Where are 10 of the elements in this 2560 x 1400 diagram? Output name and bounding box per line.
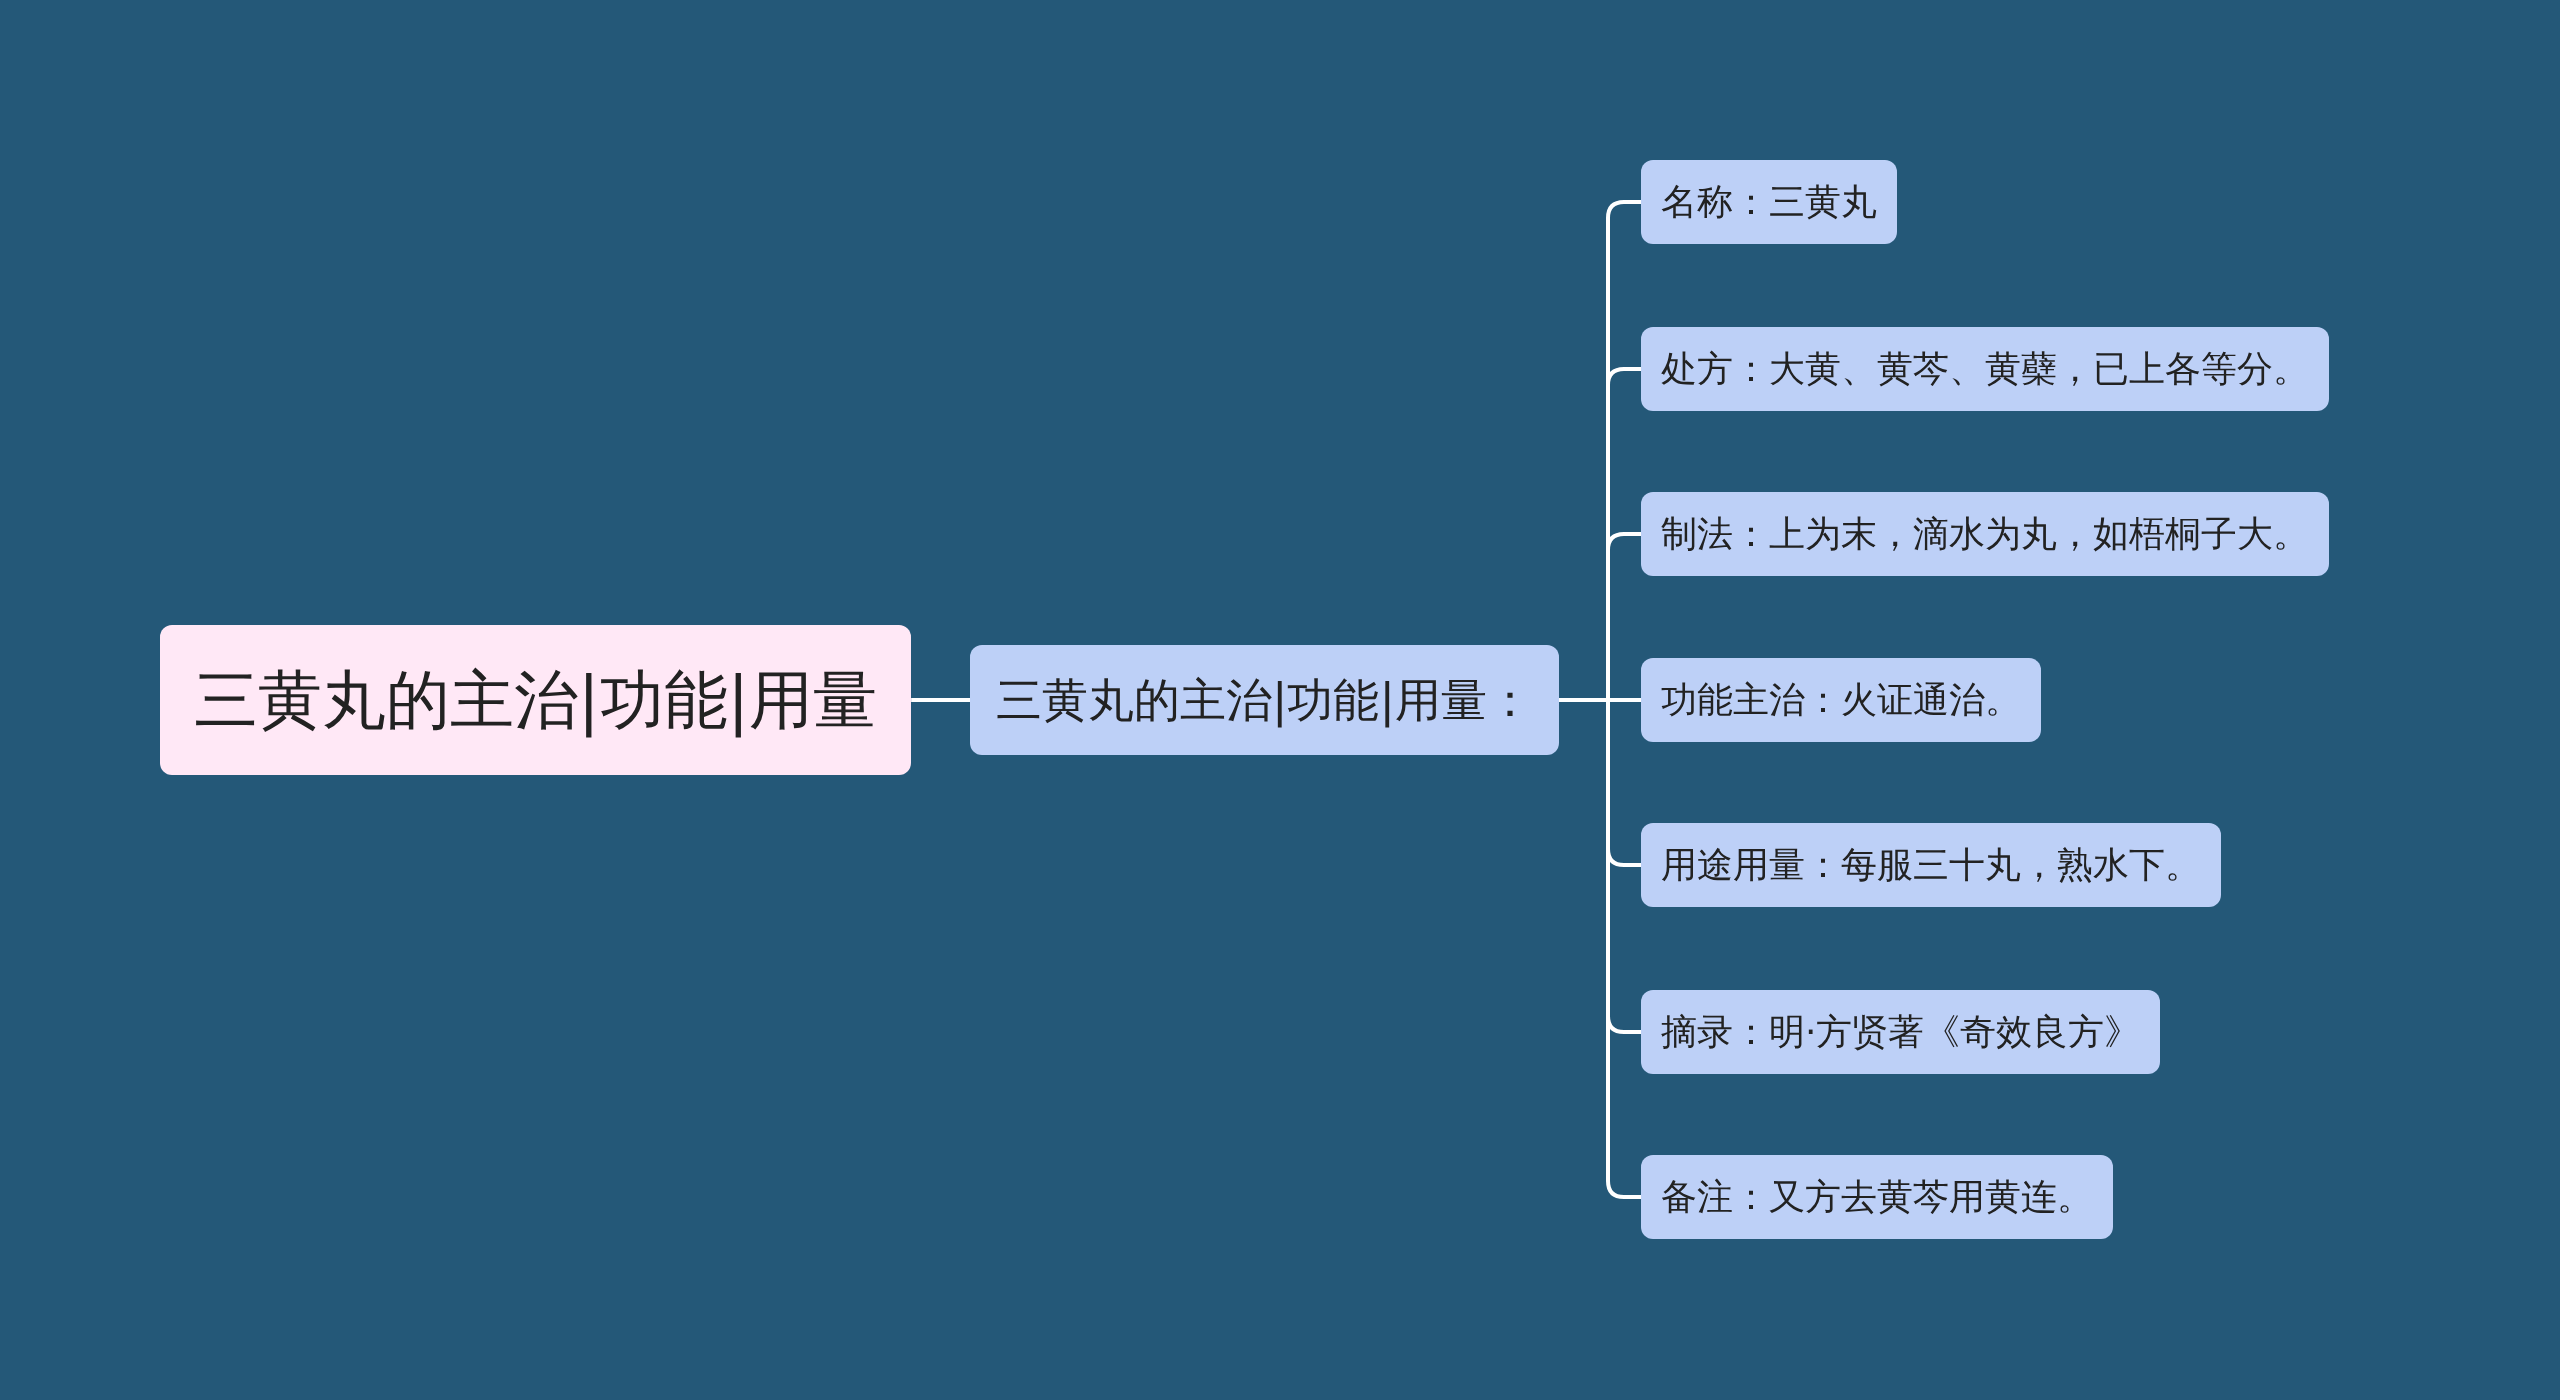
root-topic-box: 三黄丸的主治|功能|用量 [160, 625, 912, 775]
connector-line [911, 698, 970, 702]
subtopic-box: 备注：又方去黄芩用黄连。 [1641, 1155, 2113, 1239]
topic-box: 三黄丸的主治|功能|用量： [970, 645, 1559, 755]
subtopic-box: 名称：三黄丸 [1641, 160, 1897, 244]
subtopic-box: 制法：上为末，滴水为丸，如梧桐子大。 [1641, 492, 2329, 576]
subtopic-box: 摘录：明·方贤著《奇效良方》 [1641, 990, 2161, 1074]
subtopic-box: 功能主治：火证通治。 [1641, 658, 2041, 742]
subtopic-box: 用途用量：每服三十丸，熟水下。 [1641, 823, 2221, 907]
subtopic-box: 处方：大黄、黄芩、黄蘗，已上各等分。 [1641, 327, 2329, 411]
